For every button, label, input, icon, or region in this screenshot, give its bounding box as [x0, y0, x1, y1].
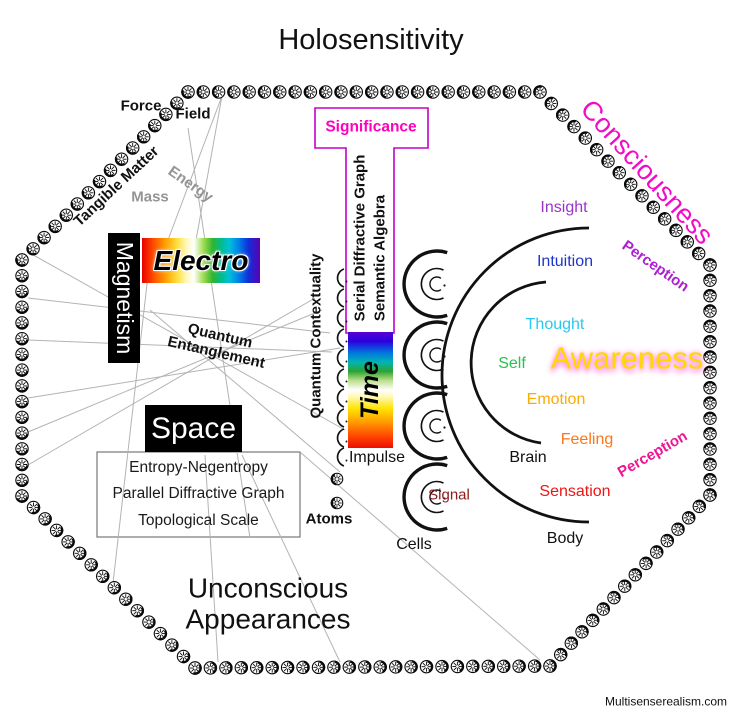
- significance-frame: [314, 107, 429, 334]
- web-line: [299, 451, 541, 661]
- time-box: Time: [348, 332, 393, 448]
- label-cells: Cells: [396, 536, 432, 554]
- web-lines: [27, 95, 541, 663]
- inner-awareness-arc: [469, 280, 547, 445]
- receiver-arc-icon: [336, 447, 348, 467]
- label-brain: Brain: [509, 449, 547, 467]
- receiver-arc-icon: [336, 368, 348, 388]
- label-mass: Mass: [131, 188, 169, 206]
- entropy-box: Entropy-Negentropy Parallel Diffractive …: [97, 452, 300, 537]
- entropy-line-3: Topological Scale: [138, 511, 259, 529]
- label-time: Time: [356, 361, 384, 419]
- web-line: [149, 309, 341, 473]
- web-line: [27, 339, 333, 353]
- label-self: Self: [498, 355, 526, 373]
- receiver-arc-icon: [336, 308, 348, 328]
- nested-arcs-icon: [402, 391, 448, 461]
- label-perception-upper: Perception: [618, 237, 693, 296]
- label-feeling: Feeling: [560, 431, 614, 449]
- label-thought: Thought: [525, 316, 585, 334]
- label-consciousness: Consciousness: [574, 93, 720, 250]
- label-semantic-algebra: Semantic Algebra: [371, 194, 389, 322]
- label-body: Body: [546, 530, 584, 548]
- space-box: Space: [145, 405, 242, 452]
- label-unconscious-appearances: Unconscious Appearances: [185, 572, 351, 635]
- label-atoms: Atoms: [305, 510, 353, 528]
- web-line: [27, 309, 323, 433]
- web-line: [111, 239, 153, 593]
- entropy-line-1: Entropy-Negentropy: [129, 458, 268, 476]
- nested-arcs-icon: [402, 320, 448, 390]
- web-line: [167, 95, 223, 241]
- label-significance: Significance: [325, 118, 417, 136]
- watermark: Multisenserealism.com: [604, 694, 728, 709]
- label-awareness: Awareness: [550, 340, 704, 376]
- entropy-box-frame: [96, 451, 301, 538]
- outer-awareness-arc: [440, 226, 590, 524]
- emanation-arc-groups: [402, 249, 448, 532]
- receiver-arc-icon: [336, 408, 348, 428]
- label-emotion: Emotion: [526, 391, 586, 409]
- label-energy: Energy: [164, 162, 217, 206]
- magnetism-box: Magnetism: [108, 233, 140, 363]
- receiver-arc-icon: [336, 268, 348, 288]
- label-sensation: Sensation: [539, 483, 611, 501]
- receiver-arc-icon: [336, 388, 348, 408]
- label-force: Force: [120, 97, 162, 115]
- receiver-arc-icon: [336, 288, 348, 308]
- label-impulse: Impulse: [348, 449, 406, 467]
- label-serial-diffractive-graph: Serial Diffractive Graph: [351, 154, 369, 322]
- web-line: [241, 454, 341, 663]
- label-quantum-contextuality: Quantum Contextuality: [307, 253, 325, 419]
- awareness-arcs: [440, 226, 590, 524]
- web-line: [27, 297, 316, 466]
- label-space: Space: [150, 411, 237, 445]
- web-line: [187, 127, 251, 539]
- label-field: Field: [175, 105, 211, 123]
- label-magnetism: Magnetism: [111, 241, 138, 355]
- label-quantum-entanglement: Quantum Entanglement: [166, 320, 267, 372]
- label-insight: Insight: [540, 199, 588, 217]
- receiver-arc-icon: [336, 348, 348, 368]
- electro-box: Electro: [142, 238, 260, 283]
- label-tangible-matter: Tangible Matter: [70, 142, 163, 230]
- nested-arcs-icon: [402, 249, 448, 319]
- receiver-arc-icon: [336, 328, 348, 348]
- label-electro: Electro: [153, 244, 249, 276]
- receiver-arc-icon: [336, 428, 348, 448]
- web-line: [204, 454, 219, 663]
- label-signal: Signal: [428, 486, 470, 504]
- web-line: [27, 347, 341, 399]
- page-title: Holosensitivity: [278, 23, 464, 56]
- receiver-arc-column: [336, 268, 348, 467]
- label-perception-lower: Perception: [614, 427, 691, 481]
- entropy-line-2: Parallel Diffractive Graph: [112, 485, 285, 503]
- label-intuition: Intuition: [536, 253, 594, 271]
- web-line: [195, 95, 223, 241]
- nested-arcs-icon: [402, 462, 448, 532]
